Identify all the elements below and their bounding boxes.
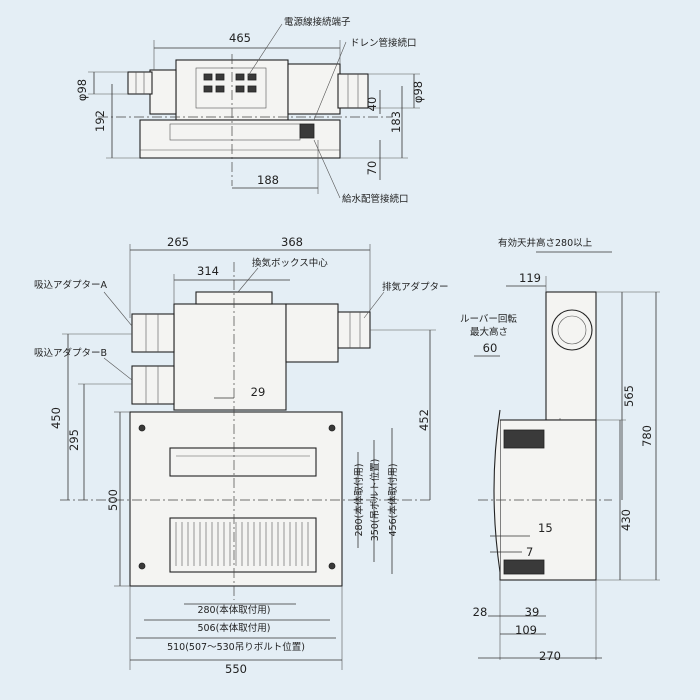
top-width-dim: 465 [229, 31, 251, 45]
top-left-duct-dia-dim: φ98 [75, 79, 89, 101]
ceiling-height-label: 有効天井高さ280以上 [498, 237, 593, 249]
front-dim-510-horizontal: 510(507～530吊りボルト位置) [167, 641, 305, 653]
box-center-label: 換気ボックス中心 [252, 257, 328, 269]
side-panel-curve [493, 409, 501, 573]
top-right-housing [287, 63, 341, 115]
side-dim-39: 39 [525, 605, 540, 619]
front-dim-456-vertical: 456(本体取付用) [387, 463, 399, 536]
front-dim-550: 550 [225, 662, 247, 676]
front-upper-housing [173, 303, 287, 411]
side-dim-109: 109 [515, 623, 537, 637]
panel-upper-louver [169, 447, 317, 477]
top-dim-70: 70 [365, 161, 379, 176]
intake-adapter-a [131, 313, 175, 353]
side-dim-780: 780 [640, 425, 654, 447]
front-dim-280-vertical: 280(本体取付用) [353, 463, 365, 536]
drain-port-icon [299, 123, 315, 139]
top-view: 465 φ98 192 φ98 40 183 70 188 電源線接続端子 ドレ… [75, 16, 425, 205]
intake-adapter-b-label: 吸込アダプターB [34, 347, 107, 359]
side-lower-bracket [503, 559, 545, 575]
top-dim-188: 188 [257, 173, 279, 187]
louver-label-line2: 最大高さ [470, 326, 508, 338]
exhaust-adapter-label: 排気アダプター [382, 281, 449, 293]
front-dim-452: 452 [417, 409, 431, 431]
front-view: 265 368 314 29 450 295 452 500 280(本体取付用… [34, 235, 449, 676]
side-view: 有効天井高さ280以上 119 ルーバー回転 最大高さ 60 565 780 4… [460, 237, 660, 663]
side-upper-bracket [503, 429, 545, 449]
louver-label-line1: ルーバー回転 [460, 314, 517, 325]
side-dim-565: 565 [622, 385, 636, 407]
front-dim-450: 450 [49, 407, 63, 429]
top-right-duct [337, 73, 369, 109]
drain-port-label: ドレン管接続口 [350, 37, 417, 49]
top-dim-183: 183 [389, 111, 403, 133]
side-dim-7: 7 [526, 545, 533, 559]
top-dim-40: 40 [365, 97, 379, 112]
front-dim-368: 368 [281, 235, 303, 249]
side-dim-28: 28 [473, 605, 488, 619]
intake-adapter-b [131, 365, 175, 405]
front-dim-295: 295 [67, 429, 81, 451]
front-right-housing [285, 303, 339, 363]
mount-hole [138, 562, 146, 570]
side-dim-60: 60 [483, 341, 498, 355]
power-terminal-label: 電源線接続端子 [284, 16, 351, 28]
mount-hole [138, 424, 146, 432]
front-dim-500: 500 [106, 489, 120, 511]
side-dim-430: 430 [619, 509, 633, 531]
top-left-duct-stub [149, 69, 177, 115]
top-left-duct [127, 71, 153, 95]
front-dim-29: 29 [251, 385, 266, 399]
front-dim-265: 265 [167, 235, 189, 249]
front-dim-280-horizontal: 280(本体取付用) [197, 604, 270, 616]
front-dim-314: 314 [197, 264, 219, 278]
mount-hole [328, 562, 336, 570]
top-height-dim: 192 [93, 110, 107, 132]
front-dim-350-vertical: 350(吊ボルト位置) [369, 459, 381, 542]
grille-slats [175, 522, 309, 566]
side-dim-15: 15 [538, 521, 553, 535]
front-dim-506-horizontal: 506(本体取付用) [197, 622, 270, 634]
exhaust-adapter [337, 311, 371, 349]
top-right-duct-dia-dim: φ98 [411, 81, 425, 103]
mount-hole [328, 424, 336, 432]
intake-adapter-a-label: 吸込アダプターA [34, 279, 108, 291]
water-port-label: 給水配管接続口 [342, 193, 409, 205]
power-terminal-block [195, 67, 267, 109]
intake-grille [169, 517, 317, 573]
side-dim-119: 119 [519, 271, 541, 285]
side-dim-270: 270 [539, 649, 561, 663]
